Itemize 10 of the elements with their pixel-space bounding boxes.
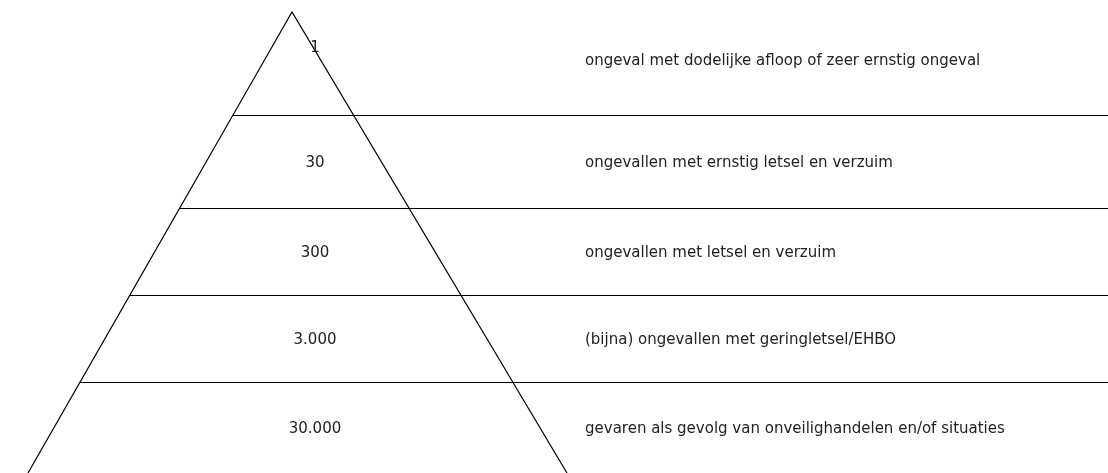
tier-count: 300	[300, 243, 330, 261]
tier-description: (bijna) ongevallen met geringletsel/EHBO	[585, 329, 898, 350]
tier-count: 3.000	[293, 330, 337, 348]
tier-count: 1	[310, 38, 320, 56]
tier-description: ongevallen met ernstig letsel en verzuim	[585, 152, 894, 173]
tier-description: ongeval met dodelijke afloop of zeer ernstig ongeval	[585, 50, 982, 71]
tier-description: ongevallen met letsel en verzuim	[585, 242, 838, 263]
tier-count: 30	[305, 153, 325, 171]
tier-count: 30.000	[288, 419, 342, 437]
tier-description: gevaren als gevolg van onveilighandelen en/of situaties	[585, 418, 1006, 439]
